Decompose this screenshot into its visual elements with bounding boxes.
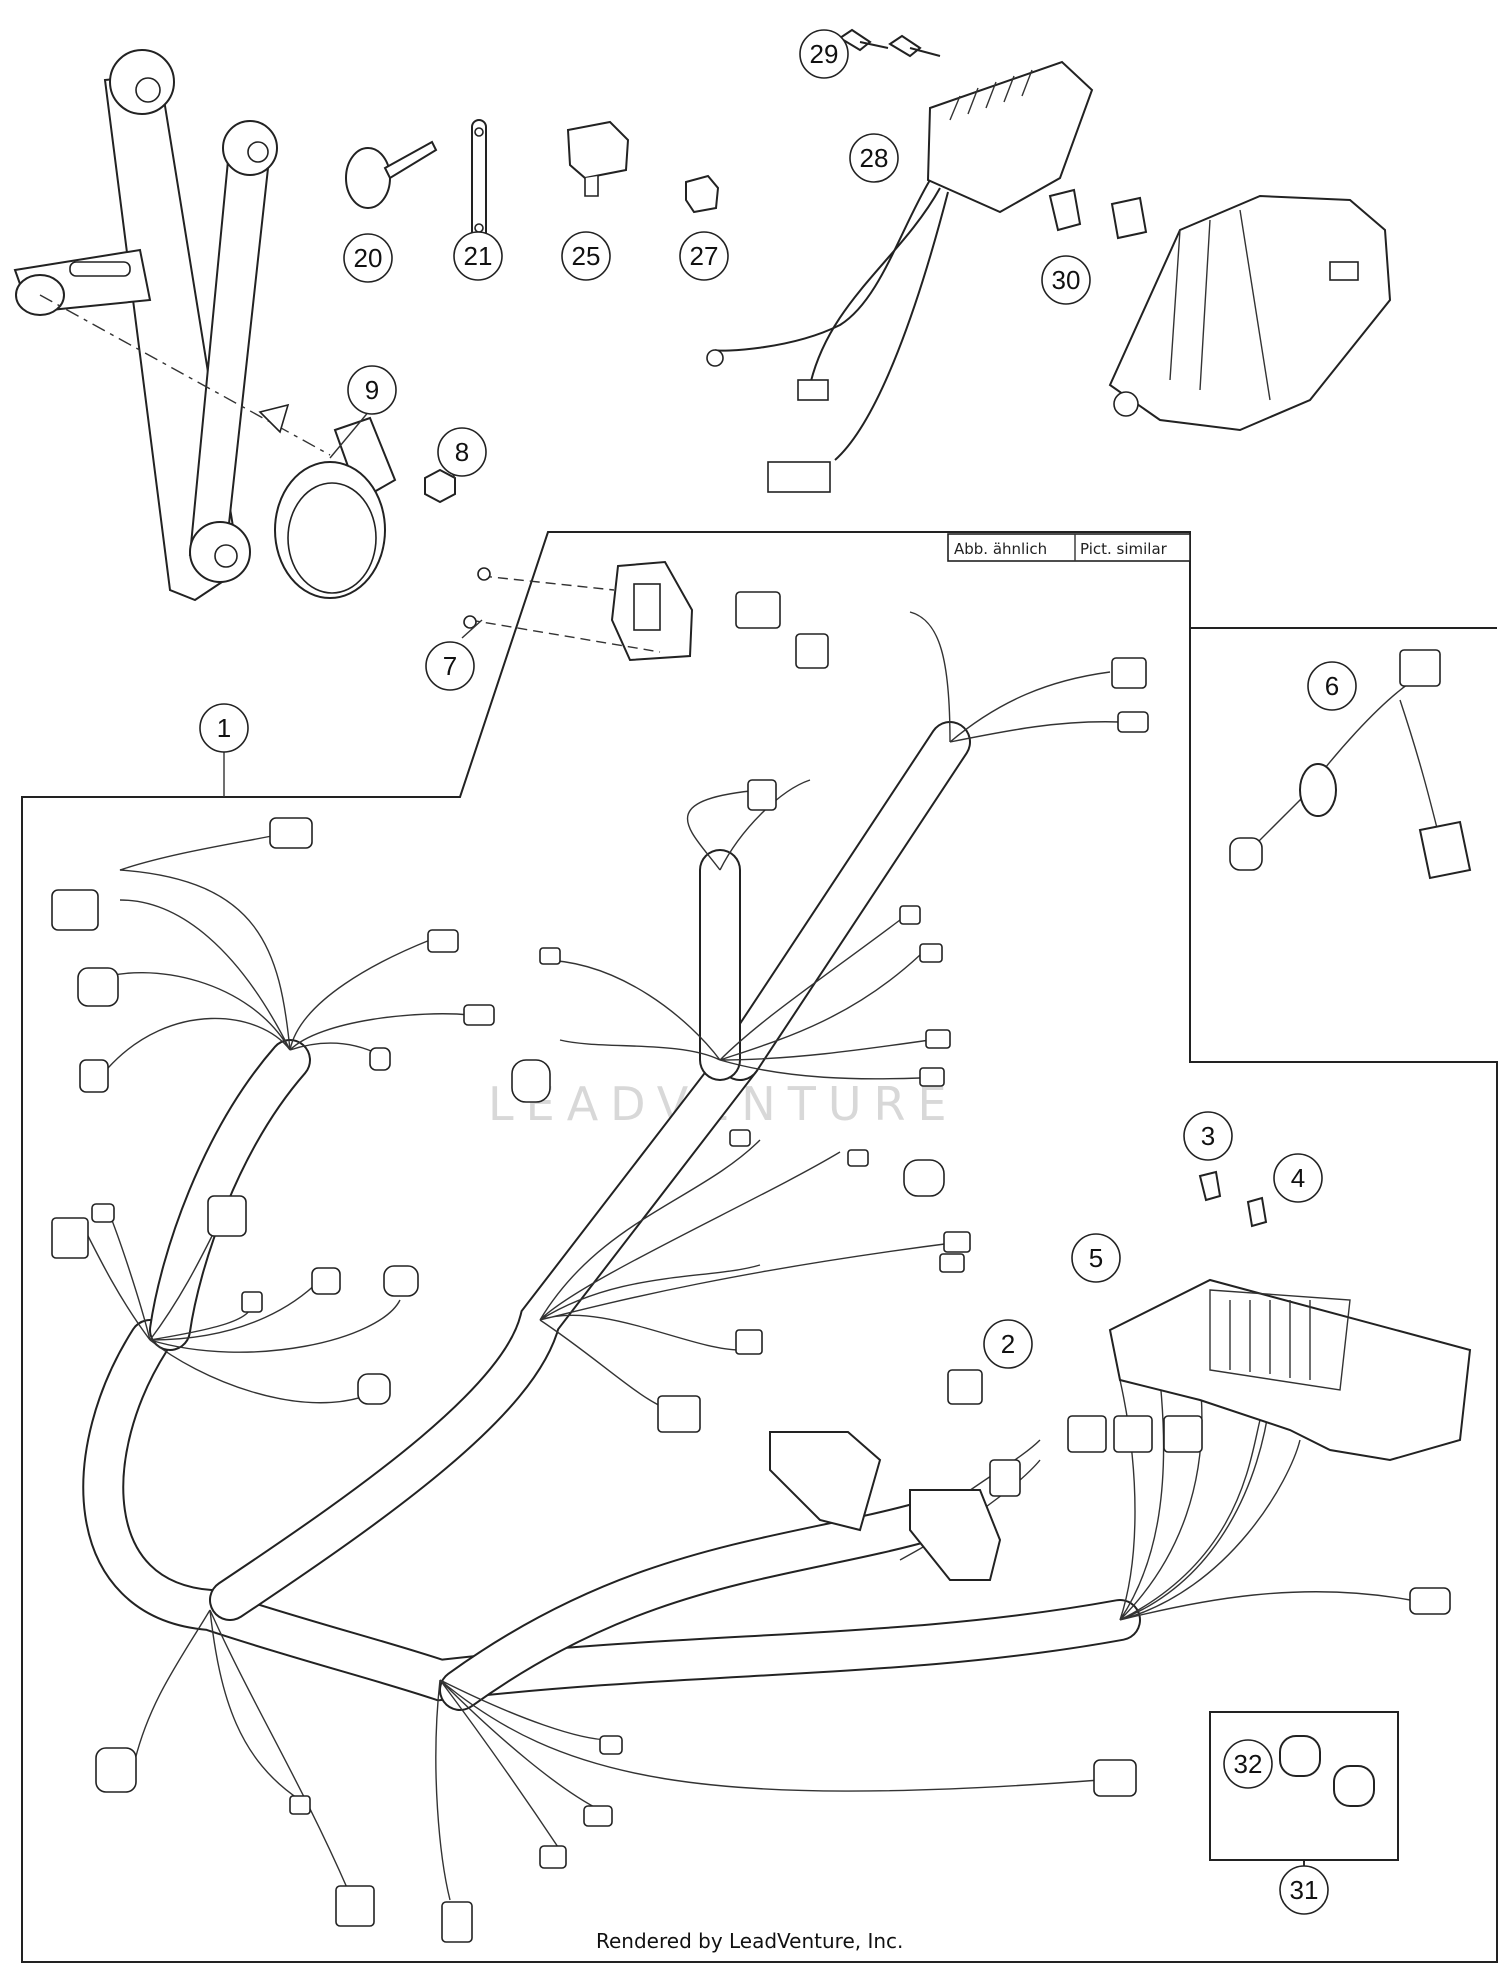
callout-4: 4 — [1273, 1153, 1323, 1203]
callout-9: 9 — [347, 365, 397, 415]
regulator-drawing — [706, 28, 1148, 493]
fuse-box-drawing — [1108, 1170, 1472, 1462]
svg-text:32: 32 — [1234, 1749, 1263, 1779]
svg-text:30: 30 — [1052, 265, 1081, 295]
small-parts-drawing — [345, 119, 720, 241]
callout-29: 29 — [799, 29, 849, 79]
callout-25: 25 — [561, 231, 611, 281]
callout-32: 32 — [1223, 1739, 1273, 1789]
svg-text:5: 5 — [1089, 1243, 1103, 1273]
svg-text:27: 27 — [690, 241, 719, 271]
footer-credit: Rendered by LeadVenture, Inc. — [596, 1929, 903, 1953]
callout-7: 7 — [425, 641, 475, 691]
callout-6: 6 — [1307, 661, 1357, 711]
harness-frame — [21, 531, 1498, 1963]
svg-text:6: 6 — [1325, 671, 1339, 701]
item-6-sensor-drawing — [1229, 649, 1472, 880]
holder-bracket-drawing — [1108, 194, 1392, 432]
similar-label-de: Abb. ähnlich — [954, 540, 1047, 558]
svg-text:28: 28 — [860, 143, 889, 173]
item-32-caps-drawing — [1279, 1735, 1375, 1807]
callout-21: 21 — [453, 231, 503, 281]
main-wiring-harness-drawing — [51, 591, 1451, 1943]
callout-2: 2 — [983, 1319, 1033, 1369]
callout-27: 27 — [679, 231, 729, 281]
callout-1: 1 — [199, 703, 249, 753]
svg-text:29: 29 — [810, 39, 839, 69]
similar-label-en: Pict. similar — [1080, 540, 1168, 558]
svg-text:9: 9 — [365, 375, 379, 405]
similar-label-box — [947, 533, 1191, 562]
svg-text:8: 8 — [455, 437, 469, 467]
callout-3: 3 — [1183, 1111, 1233, 1161]
svg-text:3: 3 — [1201, 1121, 1215, 1151]
callout-31: 31 — [1279, 1865, 1329, 1915]
mounting-plate-drawing — [463, 560, 694, 662]
callout-20: 20 — [343, 233, 393, 283]
svg-text:20: 20 — [354, 243, 383, 273]
callout-5: 5 — [1071, 1233, 1121, 1283]
svg-text:25: 25 — [572, 241, 601, 271]
callout-28: 28 — [849, 133, 899, 183]
svg-text:21: 21 — [464, 241, 493, 271]
svg-text:4: 4 — [1291, 1163, 1305, 1193]
svg-text:7: 7 — [443, 651, 457, 681]
callout-30: 30 — [1041, 255, 1091, 305]
svg-text:31: 31 — [1290, 1875, 1319, 1905]
horn-bracket-drawing — [13, 49, 331, 602]
callout-8: 8 — [437, 427, 487, 477]
svg-text:1: 1 — [217, 713, 231, 743]
horn-drawing — [274, 416, 456, 599]
svg-text:2: 2 — [1001, 1329, 1015, 1359]
